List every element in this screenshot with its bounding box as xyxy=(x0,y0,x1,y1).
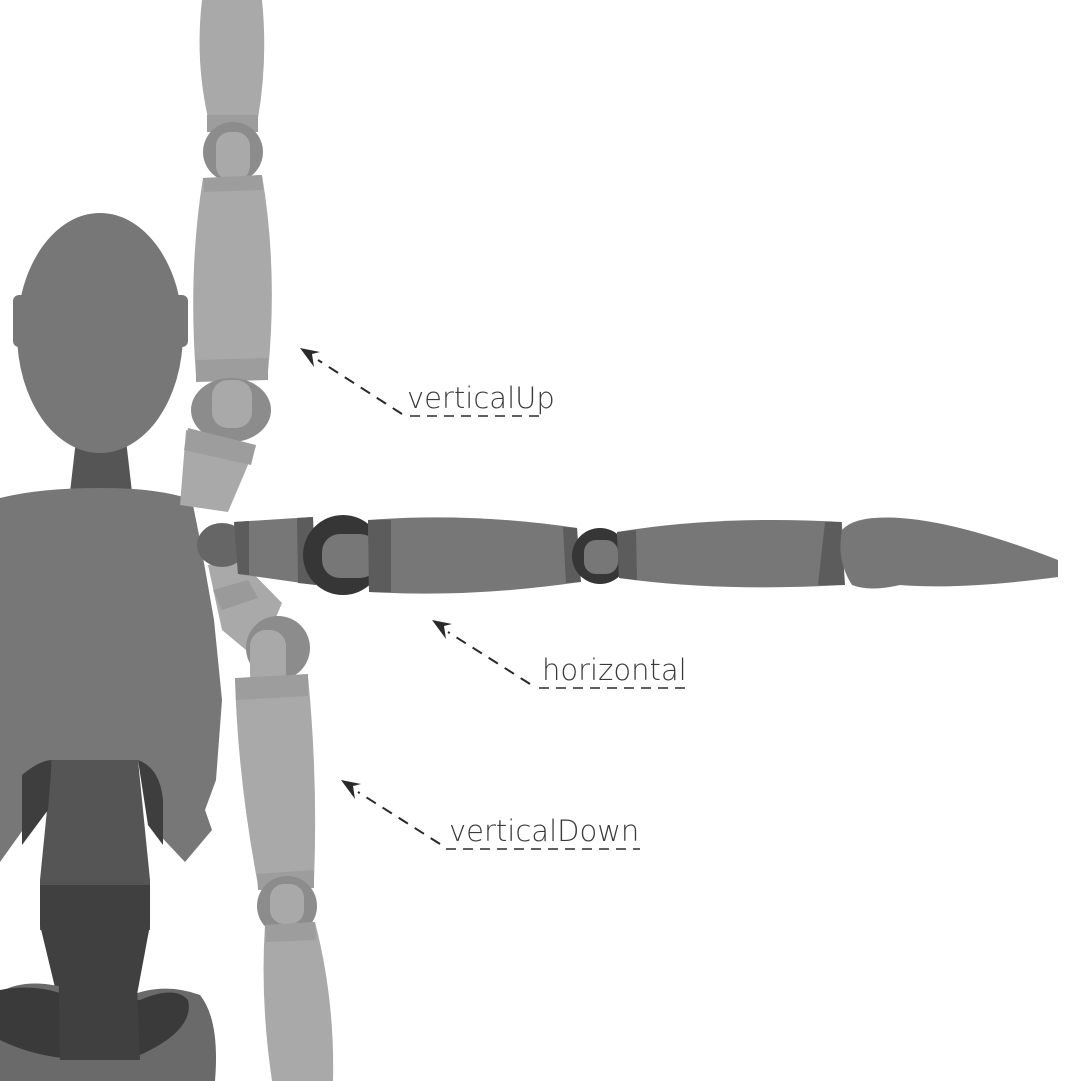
label-vertical-down: verticalDown xyxy=(449,814,639,848)
label-horizontal: horizontal xyxy=(542,653,687,687)
callout-vertical-up: verticalUp xyxy=(300,348,555,417)
callout-horizontal: horizontal xyxy=(432,620,688,689)
mannequin-legs xyxy=(0,760,216,1081)
arm-horizontal xyxy=(197,515,1058,595)
mannequin-head xyxy=(13,213,188,492)
arm-vertical-up xyxy=(180,0,272,512)
arm-vertical-down xyxy=(208,560,334,1081)
label-vertical-up: verticalUp xyxy=(407,381,555,415)
callout-vertical-down: verticalDown xyxy=(341,780,640,850)
mannequin-torso xyxy=(0,488,222,862)
